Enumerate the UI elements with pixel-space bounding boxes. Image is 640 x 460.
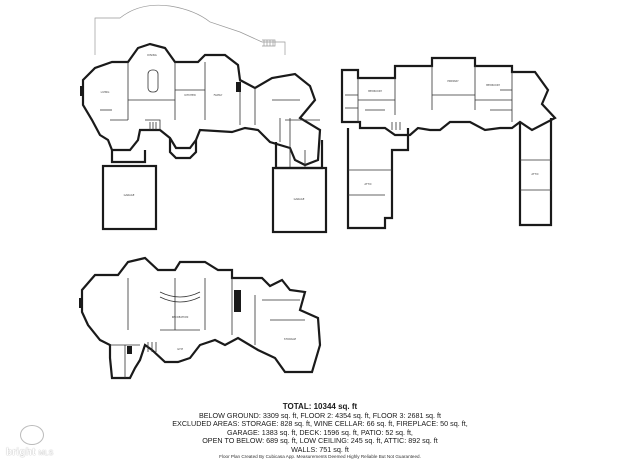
legend-line: WALLS: 751 sq. ft (291, 444, 349, 454)
room-label: KITCHEN (184, 93, 195, 97)
room-label: BEDROOM (486, 83, 500, 87)
upper-interior-walls (345, 66, 513, 122)
brand-name: bright (6, 447, 36, 458)
room-label: GARAGE (124, 193, 135, 197)
fireplace-below (234, 290, 241, 312)
cubicasa-seal-icon (20, 425, 44, 445)
area-legend: TOTAL: 10344 sq. ft BELOW GROUND: 3309 s… (140, 402, 500, 455)
upper-outer-wall (340, 56, 557, 137)
main-lower-dividers (285, 119, 320, 168)
room-label: DINING (147, 53, 156, 57)
below-interior-walls (110, 278, 305, 378)
upper-right-dividers (520, 159, 551, 191)
fireplace-main (80, 86, 84, 96)
main-interior-walls (100, 62, 300, 148)
room-label: ATTIC (364, 182, 371, 186)
room-label: PRIMARY (447, 79, 459, 83)
room-label: FAMILY (214, 93, 223, 97)
room-label: LIVING (101, 90, 110, 94)
stairs-main (149, 122, 157, 130)
plan-floor-main: LIVING DINING KITCHEN FAMILY GARAGE GARA… (80, 4, 328, 234)
credit-text: Floor Plan Created By Cubicasa App. Meas… (219, 454, 421, 459)
upper-lower-dividers (348, 169, 392, 196)
kitchen-island (147, 69, 159, 93)
legend-line: EXCLUDED AREAS: STORAGE: 828 sq. ft, WIN… (172, 419, 468, 429)
plan-floor-upper: BEDROOM PRIMARY BEDROOM ATTIC ATTIC (340, 56, 557, 230)
room-label: GARAGE (294, 197, 305, 201)
stairs-faint (262, 39, 276, 47)
room-label: STORAGE (284, 337, 297, 341)
legend-line: BELOW GROUND: 3309 sq. ft, FLOOR 2: 4354… (198, 410, 442, 420)
legend-line: OPEN TO BELOW: 689 sq. ft, LOW CEILING: … (202, 436, 438, 446)
below-outer-wall (80, 256, 322, 380)
main-outer-wall (81, 42, 322, 167)
floor-plan-drawing: LIVING DINING KITCHEN FAMILY GARAGE GARA… (79, 4, 557, 380)
below-stairs (147, 342, 157, 352)
garage-right (271, 166, 328, 234)
legend-line: GARAGE: 1383 sq. ft, DECK: 1596 sq. ft, … (227, 427, 413, 437)
main-lower-rooms (110, 138, 324, 170)
legend-total: TOTAL: 10344 sq. ft (282, 402, 358, 411)
fireplace-below-left (79, 298, 83, 308)
room-label: BEDROOM (368, 89, 382, 93)
upper-lower-wing (346, 128, 410, 230)
garage-left (101, 164, 158, 231)
brand-logo: bright MLS (6, 447, 54, 458)
bar-counter (159, 291, 201, 303)
room-label: RECREATION (172, 315, 189, 319)
deck-outline (94, 4, 286, 55)
room-label: GYM (177, 347, 183, 351)
upper-stairs (391, 122, 401, 130)
plan-floor-below: RECREATION STORAGE GYM (79, 256, 322, 380)
room-label: ATTIC (531, 172, 538, 176)
upper-right-wing (518, 118, 553, 227)
fireplace-kitchen (236, 82, 241, 92)
wine-cellar (127, 346, 132, 354)
brand-suffix: MLS (38, 450, 54, 457)
